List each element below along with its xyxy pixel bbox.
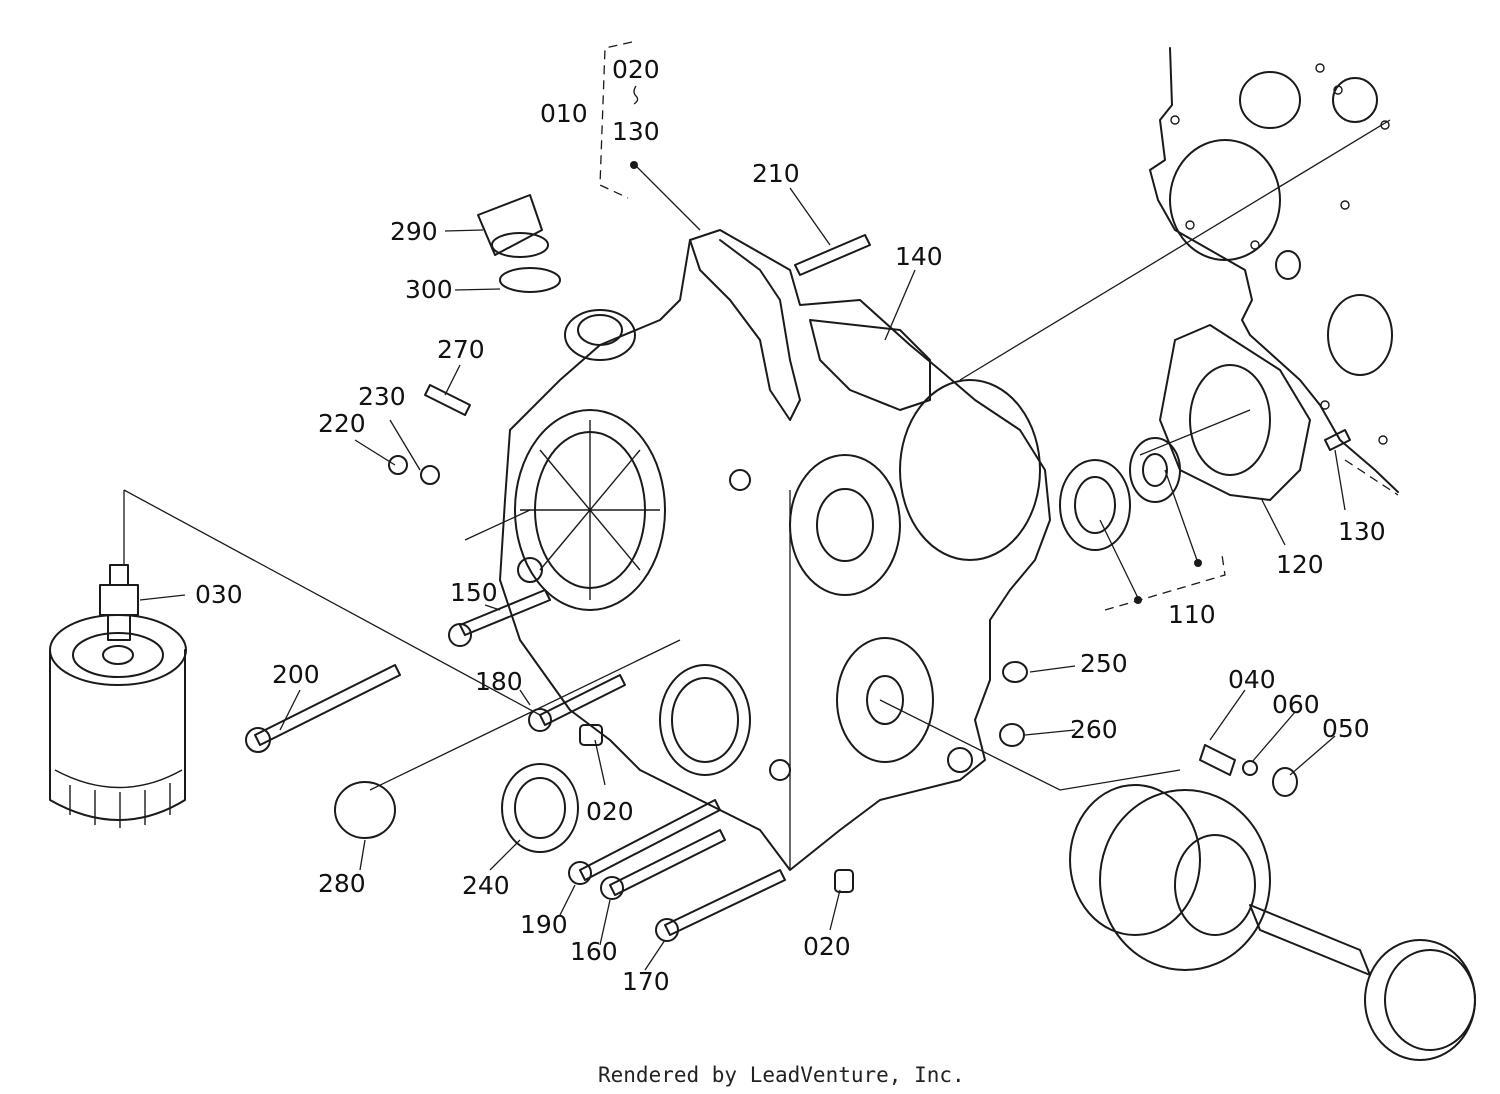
leader-lines <box>123 119 1391 971</box>
callout-010: 010 <box>540 99 588 128</box>
bolts-drawing <box>245 234 871 942</box>
callout-120: 120 <box>1276 550 1324 579</box>
callout-300: 300 <box>405 275 453 304</box>
callout-250: 250 <box>1080 649 1128 678</box>
callout-180: 180 <box>475 667 523 696</box>
callout-260: 260 <box>1070 715 1118 744</box>
callout-190: 190 <box>520 910 568 939</box>
callout-270: 270 <box>437 335 485 364</box>
callout-160: 160 <box>570 937 618 966</box>
range-connector <box>633 85 639 105</box>
callout-030: 030 <box>195 580 243 609</box>
callout-040: 040 <box>1228 665 1276 694</box>
callout-200: 200 <box>272 660 320 689</box>
callout-210: 210 <box>752 159 800 188</box>
callout-020: 020 <box>612 55 660 84</box>
oil-cap-drawing <box>477 194 561 293</box>
callout-230: 230 <box>358 382 406 411</box>
callout-060: 060 <box>1272 690 1320 719</box>
callout-130-b: 130 <box>1338 517 1386 546</box>
callout-110: 110 <box>1168 600 1216 629</box>
callout-240: 240 <box>462 871 510 900</box>
callout-280: 280 <box>318 869 366 898</box>
group-brackets <box>599 41 1399 611</box>
reference-dots <box>630 161 1202 604</box>
callout-170: 170 <box>622 967 670 996</box>
callout-020-b: 020 <box>586 797 634 826</box>
gear-case-drawing <box>499 229 1051 871</box>
callout-290: 290 <box>390 217 438 246</box>
oil-filter-drawing <box>49 564 187 828</box>
oil-pump-drawing <box>999 324 1351 747</box>
callout-050: 050 <box>1322 714 1370 743</box>
plug-seal-drawing <box>334 763 579 853</box>
render-credit: Rendered by LeadVenture, Inc. <box>598 1063 965 1087</box>
callout-220: 220 <box>318 409 366 438</box>
gasket-drawing <box>1149 47 1399 493</box>
water-pump-drawing <box>1069 744 1476 1061</box>
callout-130: 130 <box>612 117 660 146</box>
callout-020-c: 020 <box>803 932 851 961</box>
callout-150: 150 <box>450 578 498 607</box>
callout-140: 140 <box>895 242 943 271</box>
